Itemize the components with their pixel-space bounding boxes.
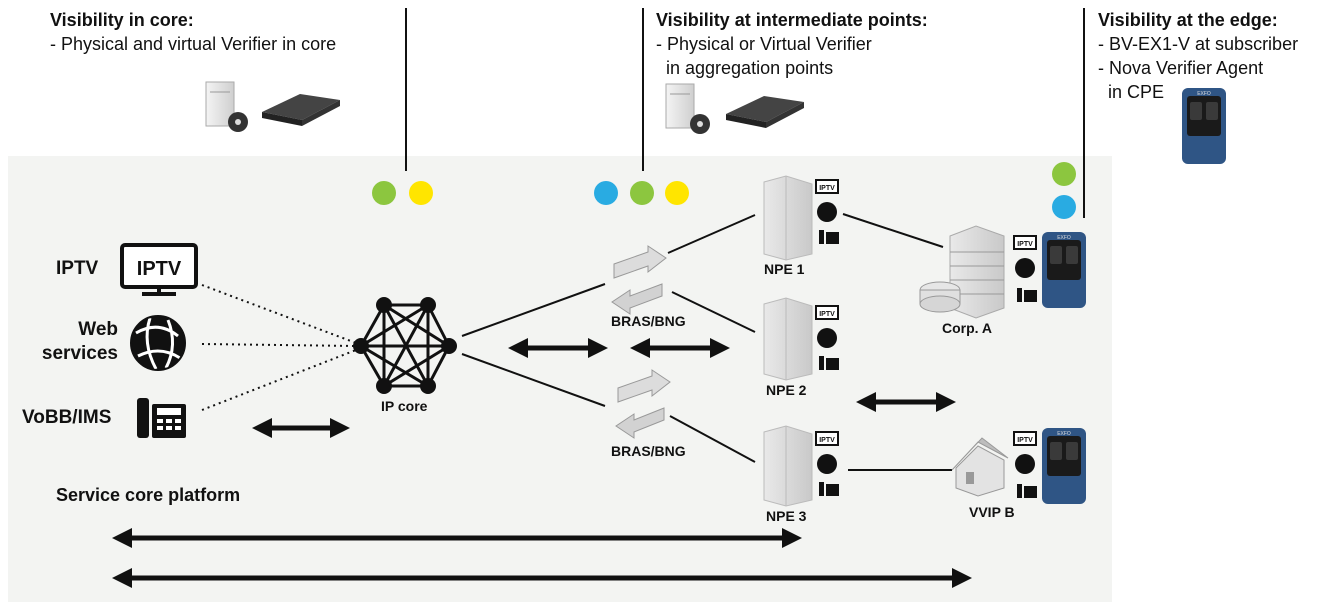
dot-green-edge <box>1052 162 1076 186</box>
node-label-bras-2: BRAS/BNG <box>611 443 686 459</box>
dot-blue-mid <box>594 181 618 205</box>
exfo-device-icon-edge: EXFO <box>1182 88 1226 164</box>
mini-service-icons-npe2: IPTV <box>815 305 839 370</box>
svg-text:EXFO: EXFO <box>1197 91 1211 97</box>
service-core-platform-label: Service core platform <box>56 485 241 505</box>
exfo-device-icon-vvip-b: EXFO <box>1042 428 1086 504</box>
svg-text:EXFO: EXFO <box>1057 235 1071 241</box>
edge-panel-line-2: - Nova Verifier Agent <box>1098 58 1264 78</box>
bras-router-icon-2 <box>615 369 671 439</box>
core-panel-line-1: - Physical and virtual Verifier in core <box>50 34 337 54</box>
ip-core-mesh <box>359 303 451 388</box>
service-label-web-2: services <box>41 343 118 364</box>
svg-text:IPTV: IPTV <box>1017 241 1033 248</box>
service-label-voice: VoBB/IMS <box>22 407 112 428</box>
node-label-npe-2: NPE 2 <box>766 382 807 398</box>
node-label-bras-1: BRAS/BNG <box>611 313 686 329</box>
svg-text:IPTV: IPTV <box>819 311 835 318</box>
ip-core-nodes <box>353 297 457 394</box>
mini-service-icons-npe1: IPTV <box>815 179 839 244</box>
svg-text:IPTV: IPTV <box>1017 437 1033 444</box>
edge-panel-line-1: - BV-EX1-V at subscriber <box>1098 34 1299 54</box>
svg-text:IPTV: IPTV <box>819 185 835 192</box>
dot-green-core <box>372 181 396 205</box>
service-links <box>201 284 357 411</box>
core-panel-title: Visibility in core: <box>50 10 194 30</box>
iptv-screen-label: IPTV <box>137 258 182 280</box>
corp-a-building-icon <box>919 225 1005 319</box>
vvip-b-house-icon <box>951 437 1009 497</box>
intermediate-panel-line-1: - Physical or Virtual Verifier <box>656 34 872 54</box>
globe-icon <box>130 315 186 371</box>
dot-yellow-mid <box>665 181 689 205</box>
mid-server-icon <box>665 83 710 134</box>
core-appliance-icon <box>262 94 340 126</box>
exfo-device-icon-corp-a: EXFO <box>1042 232 1086 308</box>
node-label-npe-1: NPE 1 <box>764 261 805 277</box>
node-label-corp-a: Corp. A <box>942 320 993 336</box>
dot-yellow-core <box>409 181 433 205</box>
intermediate-panel-line-2: in aggregation points <box>656 58 834 78</box>
service-label-web: Web <box>64 318 118 342</box>
dot-green-mid <box>630 181 654 205</box>
bras-router-icon-1 <box>611 245 667 315</box>
node-label-ip-core: IP core <box>381 398 428 414</box>
core-panel: Visibility in core: - Physical and virtu… <box>50 8 336 56</box>
edge-panel: Visibility at the edge: - BV-EX1-V at su… <box>1098 8 1298 104</box>
mini-service-icons-corp-a: IPTV <box>1013 235 1037 302</box>
service-label-web-line-1: Web <box>78 319 118 340</box>
node-label-npe-3: NPE 3 <box>766 508 807 524</box>
bidirectional-arrows <box>112 338 972 588</box>
intermediate-panel: Visibility at intermediate points: - Phy… <box>656 8 928 80</box>
intermediate-panel-title: Visibility at intermediate points: <box>656 10 928 30</box>
npe-building-icon-2 <box>763 297 813 381</box>
mini-service-icons-npe3: IPTV <box>815 431 839 496</box>
node-label-vvip-b: VVIP B <box>969 504 1015 520</box>
npe-building-icon-1 <box>763 175 813 261</box>
mini-service-icons-vvip-b: IPTV <box>1013 431 1037 498</box>
network-links <box>461 213 952 471</box>
core-server-icon <box>205 81 248 132</box>
service-label-iptv: IPTV <box>56 258 99 279</box>
dot-blue-edge <box>1052 195 1076 219</box>
svg-text:EXFO: EXFO <box>1057 431 1071 437</box>
mid-appliance-icon <box>726 96 804 128</box>
edge-panel-line-3: in CPE <box>1098 82 1165 102</box>
phone-icon <box>137 398 186 438</box>
iptv-screen-icon: IPTV <box>120 243 198 296</box>
npe-building-icon-3 <box>763 425 813 507</box>
edge-panel-title: Visibility at the edge: <box>1098 10 1278 30</box>
svg-text:IPTV: IPTV <box>819 437 835 444</box>
network-background <box>8 156 1112 602</box>
